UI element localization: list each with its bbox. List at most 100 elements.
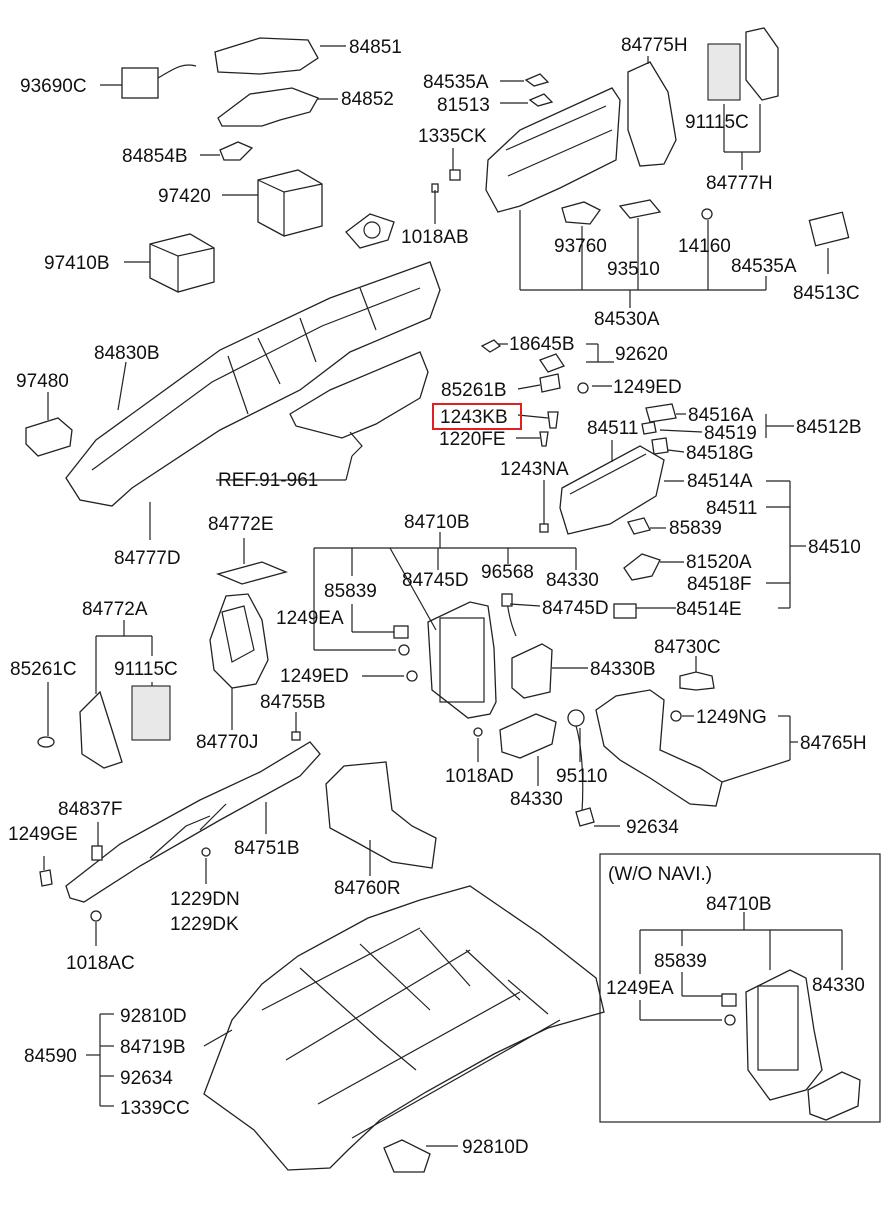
label-84751B: 84751B	[234, 838, 300, 859]
label-97480: 97480	[16, 371, 69, 392]
label-84330-box: 84330	[812, 975, 865, 996]
part-1249EA-screw-alt	[724, 1014, 736, 1026]
label-85261C: 85261C	[10, 659, 77, 680]
label-84772A: 84772A	[82, 599, 148, 620]
label-1229DK: 1229DK	[170, 914, 239, 935]
part-lower-panel	[289, 351, 429, 439]
label-14160: 14160	[678, 236, 731, 257]
label-84770J: 84770J	[196, 732, 258, 753]
label-92634-right: 92634	[626, 817, 679, 838]
label-84511-top: 84511	[587, 418, 638, 439]
part-97410B-unit	[149, 233, 215, 293]
part-93510-switch	[618, 199, 662, 219]
part-84514E-pad	[613, 603, 637, 619]
part-1018AC-screw	[90, 910, 102, 922]
label-1243NA: 1243NA	[500, 459, 569, 480]
label-84772E: 84772E	[208, 514, 274, 535]
label-85839-box: 85839	[654, 951, 707, 972]
label-wo-navi: (W/O NAVI.)	[608, 864, 712, 885]
label-84514A: 84514A	[687, 471, 753, 492]
label-84710B: 84710B	[404, 512, 470, 533]
label-92634-low: 92634	[120, 1068, 173, 1089]
part-92634-wire	[575, 725, 584, 813]
label-1018AC: 1018AC	[66, 953, 135, 974]
label-81520A: 81520A	[686, 552, 752, 573]
part-92810D-bracket	[383, 1139, 431, 1173]
part-84710B-bezel-alt	[745, 969, 823, 1101]
label-84330B: 84330B	[590, 659, 656, 680]
part-93760-switch	[561, 201, 601, 225]
label-84535A-top: 84535A	[423, 72, 489, 93]
label-84514E: 84514E	[676, 599, 742, 620]
label-84511-mid: 84511	[706, 498, 757, 519]
label-1335CK: 1335CK	[418, 126, 487, 147]
label-84730C: 84730C	[654, 637, 721, 658]
part-84516A-latch	[645, 403, 677, 423]
part-95110-socket	[567, 709, 585, 727]
label-84518F: 84518F	[687, 574, 751, 595]
label-84590: 84590	[24, 1046, 77, 1067]
part-1243KB-bolt	[547, 411, 559, 429]
label-84719B: 84719B	[120, 1037, 186, 1058]
label-84330-b: 84330	[510, 789, 563, 810]
part-84852-cover	[217, 87, 319, 127]
part-85261B-pad	[539, 373, 561, 393]
part-84760R-panel	[325, 761, 437, 869]
label-93510: 93510	[607, 259, 660, 280]
wo-navi-box	[599, 853, 881, 1123]
label-84745D-b: 84745D	[542, 598, 609, 619]
label-84837F: 84837F	[58, 799, 122, 820]
label-ref-91-961: REF.91-961	[218, 470, 318, 491]
label-97410B: 97410B	[44, 253, 110, 274]
part-18645B-clip	[480, 339, 502, 353]
highlight-box	[432, 403, 522, 430]
label-91115C-top: 91115C	[685, 112, 749, 133]
label-97420: 97420	[158, 186, 211, 207]
part-84710B-bezel	[427, 601, 497, 719]
part-84330B-tray	[511, 643, 553, 699]
label-1229DN: 1229DN	[170, 889, 240, 910]
label-95110: 95110	[556, 766, 607, 787]
label-18645B: 18645B	[509, 334, 575, 355]
part-84590-floor-cover	[203, 885, 605, 1171]
leader-lines	[43, 45, 843, 1147]
label-84755B: 84755B	[260, 692, 326, 713]
part-1018AD-screw	[473, 727, 483, 737]
part-1249GE-bolt	[39, 869, 53, 887]
part-1249ED-screw-low	[406, 670, 418, 682]
part-85839-clip	[627, 517, 651, 535]
label-1249ED-top: 1249ED	[613, 377, 682, 398]
label-84760R: 84760R	[334, 878, 401, 899]
part-84837F-clip	[91, 845, 103, 861]
part-91115C-grille	[707, 43, 741, 101]
label-84765H: 84765H	[800, 733, 867, 754]
label-1249EA-box: 1249EA	[606, 978, 674, 999]
part-14160-plug	[701, 208, 713, 220]
label-81513: 81513	[437, 95, 490, 116]
part-84775H-panel	[627, 61, 677, 167]
label-84516A: 84516A	[688, 405, 754, 426]
label-91115C-low: 91115C	[114, 659, 178, 680]
label-85839-mid: 85839	[324, 581, 377, 602]
label-85261B: 85261B	[441, 380, 507, 401]
label-84854B: 84854B	[122, 146, 188, 167]
part-84730C-clips	[679, 671, 715, 691]
part-labels: 84851 93690C 84852 84854B 97420 97410B 8…	[8, 35, 867, 1158]
label-84777H: 84777H	[706, 173, 773, 194]
part-dial-unit	[345, 213, 395, 249]
part-81520A-handle	[623, 553, 661, 581]
part-84830B-crash-pad	[65, 261, 441, 507]
label-1243KB: 1243KB	[440, 407, 508, 428]
part-84511-glove-box	[559, 445, 665, 535]
label-84851: 84851	[349, 37, 402, 58]
label-84530A: 84530A	[594, 309, 660, 330]
part-1220FE-bolt	[539, 431, 549, 447]
label-92620: 92620	[615, 344, 668, 365]
label-84830B: 84830B	[94, 343, 160, 364]
label-84512B: 84512B	[796, 417, 862, 438]
label-85839-right: 85839	[669, 518, 722, 539]
part-93690C-switch	[121, 67, 159, 99]
part-84854B-bracket	[219, 141, 254, 161]
label-84330-a: 84330	[546, 570, 599, 591]
